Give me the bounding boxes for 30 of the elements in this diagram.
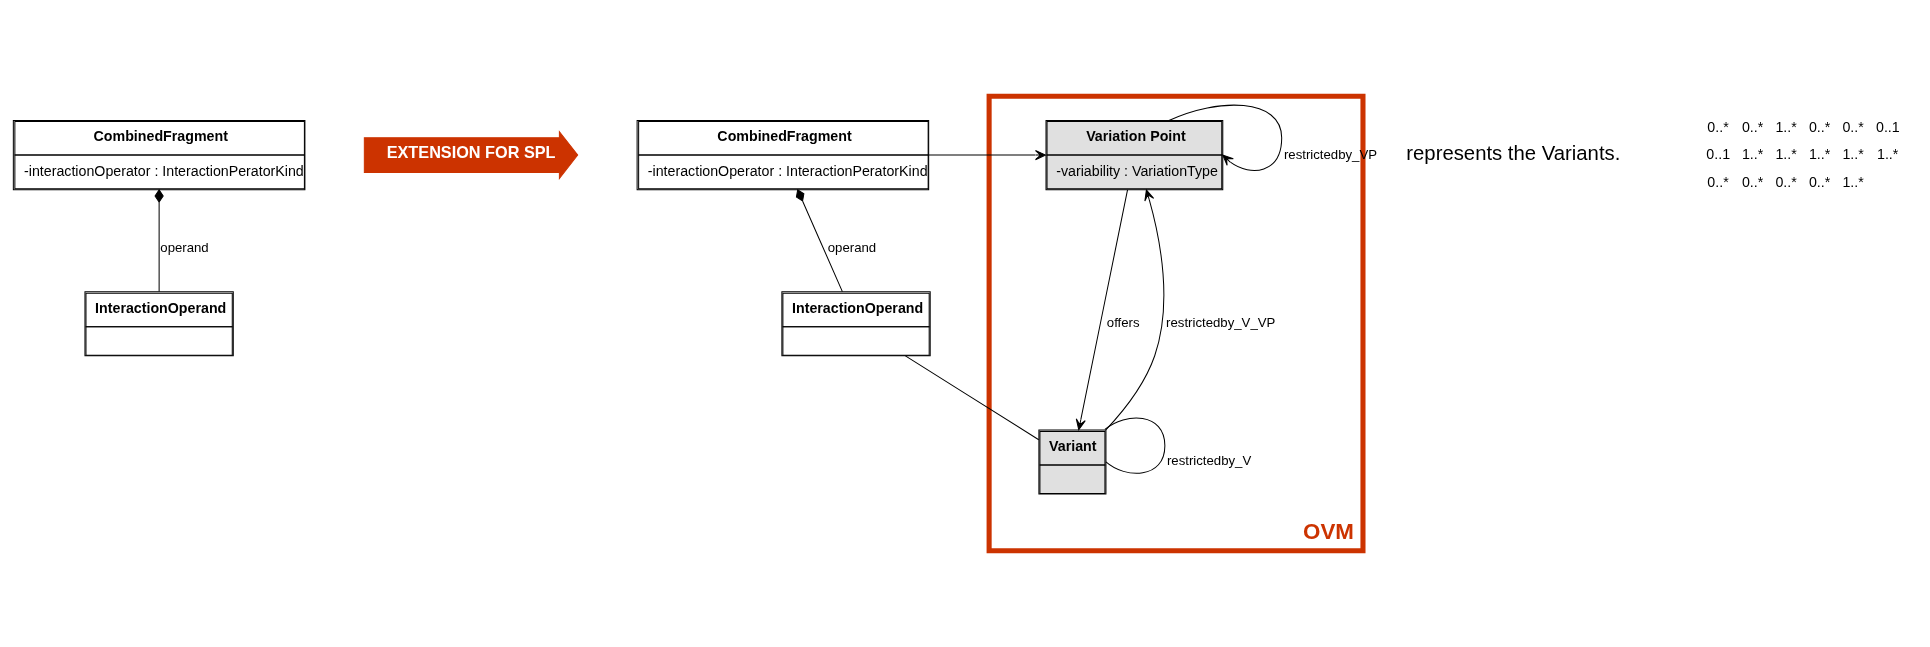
edge-label: restrictedby_V <box>1166 453 1251 469</box>
label: 1..* <box>1774 118 1797 135</box>
label: 0..* <box>1706 118 1729 135</box>
label: 0..1 <box>1875 118 1900 135</box>
label: 0..* <box>1741 173 1763 190</box>
edge-label: offers <box>1106 315 1140 331</box>
connector <box>904 355 1039 441</box>
arrow <box>1075 189 1128 431</box>
arrow <box>1104 189 1164 431</box>
label: 0..1 <box>1705 146 1730 163</box>
label: 1..* <box>1741 146 1763 163</box>
label: 0..* <box>1808 173 1830 190</box>
label: 0..* <box>1741 118 1763 135</box>
connector <box>153 188 164 293</box>
label: 1..* <box>1808 146 1830 163</box>
label: 1..* <box>1774 146 1797 163</box>
edge-label: operand <box>827 239 876 255</box>
label: represents the Variants. <box>1405 142 1620 165</box>
connector <box>795 189 843 293</box>
edge-label: restrictedby_V_VP <box>1165 315 1275 331</box>
arrow <box>927 150 1046 161</box>
label: 0..* <box>1774 173 1797 190</box>
label: 1..* <box>1841 173 1864 190</box>
label: 0..* <box>1841 118 1864 135</box>
label: 1..* <box>1876 146 1898 163</box>
label: 0..* <box>1706 173 1729 190</box>
label: 1..* <box>1841 146 1864 163</box>
edge-label: operand <box>159 239 209 255</box>
label: 0..* <box>1808 118 1830 135</box>
connector <box>1103 417 1165 474</box>
